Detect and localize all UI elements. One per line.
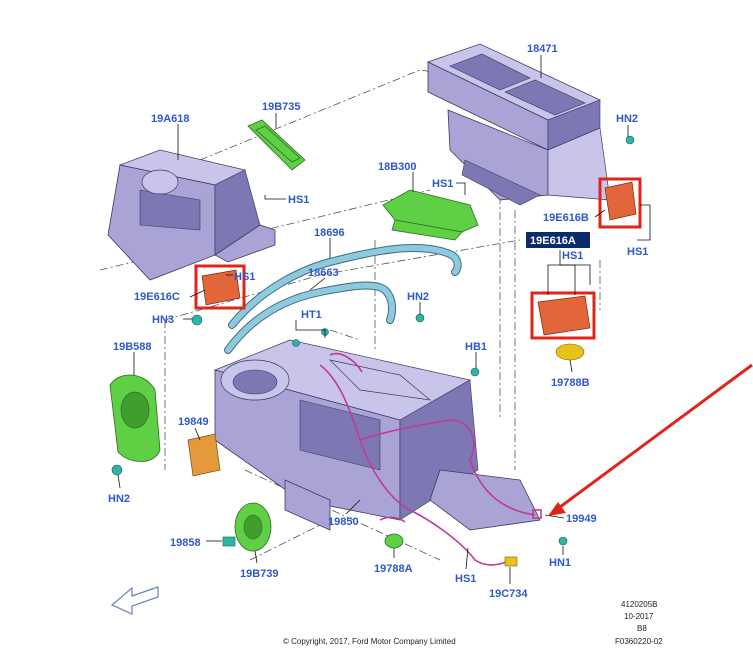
connector-19858 [222, 536, 236, 547]
callout-hs1: HS1 [627, 246, 648, 258]
callout-hn2: HN2 [407, 291, 429, 303]
red-indicator-arrow [548, 363, 753, 516]
actuator-19E616A [530, 291, 596, 340]
doc-date: 10-2017 [624, 612, 654, 621]
callout-19C734: 19C734 [489, 588, 528, 600]
callout-18471: 18471 [527, 43, 558, 55]
actuator-19E616C [194, 264, 246, 310]
callout-19B588: 19B588 [113, 341, 152, 353]
fastener-hn3 [191, 314, 203, 326]
callout-hn2: HN2 [108, 493, 130, 505]
hose-18696 [228, 243, 462, 329]
callout-19B739: 19B739 [240, 568, 279, 580]
fasteners [111, 135, 635, 546]
callout-18B300: 18B300 [378, 161, 417, 173]
callout-19788B: 19788B [551, 377, 590, 389]
sensor-19788B [555, 343, 585, 361]
callout-19B735: 19B735 [262, 101, 301, 113]
callout-hb1: HB1 [465, 341, 487, 353]
callout-19E616A: 19E616A [530, 235, 576, 247]
callout-hs1: HS1 [432, 178, 453, 190]
footer: © Copyright, 2017, Ford Motor Company Li… [283, 600, 663, 646]
callout-hn1: HN1 [549, 557, 571, 569]
fastener-hn2-left [111, 464, 123, 476]
callout-18663: 18663 [308, 267, 339, 279]
callout-18696: 18696 [314, 227, 345, 239]
fastener-hn1 [558, 536, 568, 546]
callout-labels: 18471 19A618 19B735 HS1 18B300 HS1 HN2 1… [108, 43, 648, 600]
blower-scroll-19B588 [109, 374, 161, 462]
callout-19858: 19858 [170, 537, 201, 549]
callout-19850: 19850 [328, 516, 359, 528]
callout-hs1: HS1 [288, 194, 309, 206]
hvac-case-19850 [213, 339, 541, 531]
connector-19C734 [504, 556, 518, 567]
copyright-text: © Copyright, 2017, Ford Motor Company Li… [283, 637, 456, 646]
fastener-hb1 [470, 367, 480, 377]
doc-number: 4120205B [621, 600, 657, 609]
hose-18663 [224, 281, 396, 354]
callout-hs1: HS1 [562, 250, 583, 262]
callout-19E616C: 19E616C [134, 291, 180, 303]
callout-hs1: HS1 [234, 271, 255, 283]
callout-19E616A-badge [526, 232, 590, 248]
wiring-harness-19949 [319, 353, 542, 566]
bracket-19B735 [247, 119, 306, 171]
callout-19A618: 19A618 [151, 113, 190, 125]
housing-19A618 [107, 149, 276, 281]
callout-19949: 19949 [566, 513, 597, 525]
callout-ht1: HT1 [301, 309, 322, 321]
callout-hn2: HN2 [616, 113, 638, 125]
callout-19E616B: 19E616B [543, 212, 589, 224]
direction-arrow-icon [110, 586, 159, 615]
callout-19849: 19849 [178, 416, 209, 428]
callout-19788A: 19788A [374, 563, 413, 575]
callout-hs1: HS1 [455, 573, 476, 585]
distribution-duct-18471 [427, 43, 611, 206]
figure-id: F0360220-02 [615, 637, 663, 646]
actuator-19E616B [598, 177, 642, 229]
fastener-ht1-a [292, 339, 300, 347]
module-19849 [187, 433, 221, 477]
sensor-19788A [384, 533, 404, 549]
duct-18B300 [382, 189, 479, 241]
doc-rev: B8 [637, 624, 647, 633]
callout-hn3: HN3 [152, 314, 174, 326]
fastener-hn2-mid [415, 313, 425, 323]
leader-lines [117, 55, 651, 584]
fastener-hn2-right [625, 135, 635, 145]
blower-motor-19B739 [234, 502, 272, 552]
